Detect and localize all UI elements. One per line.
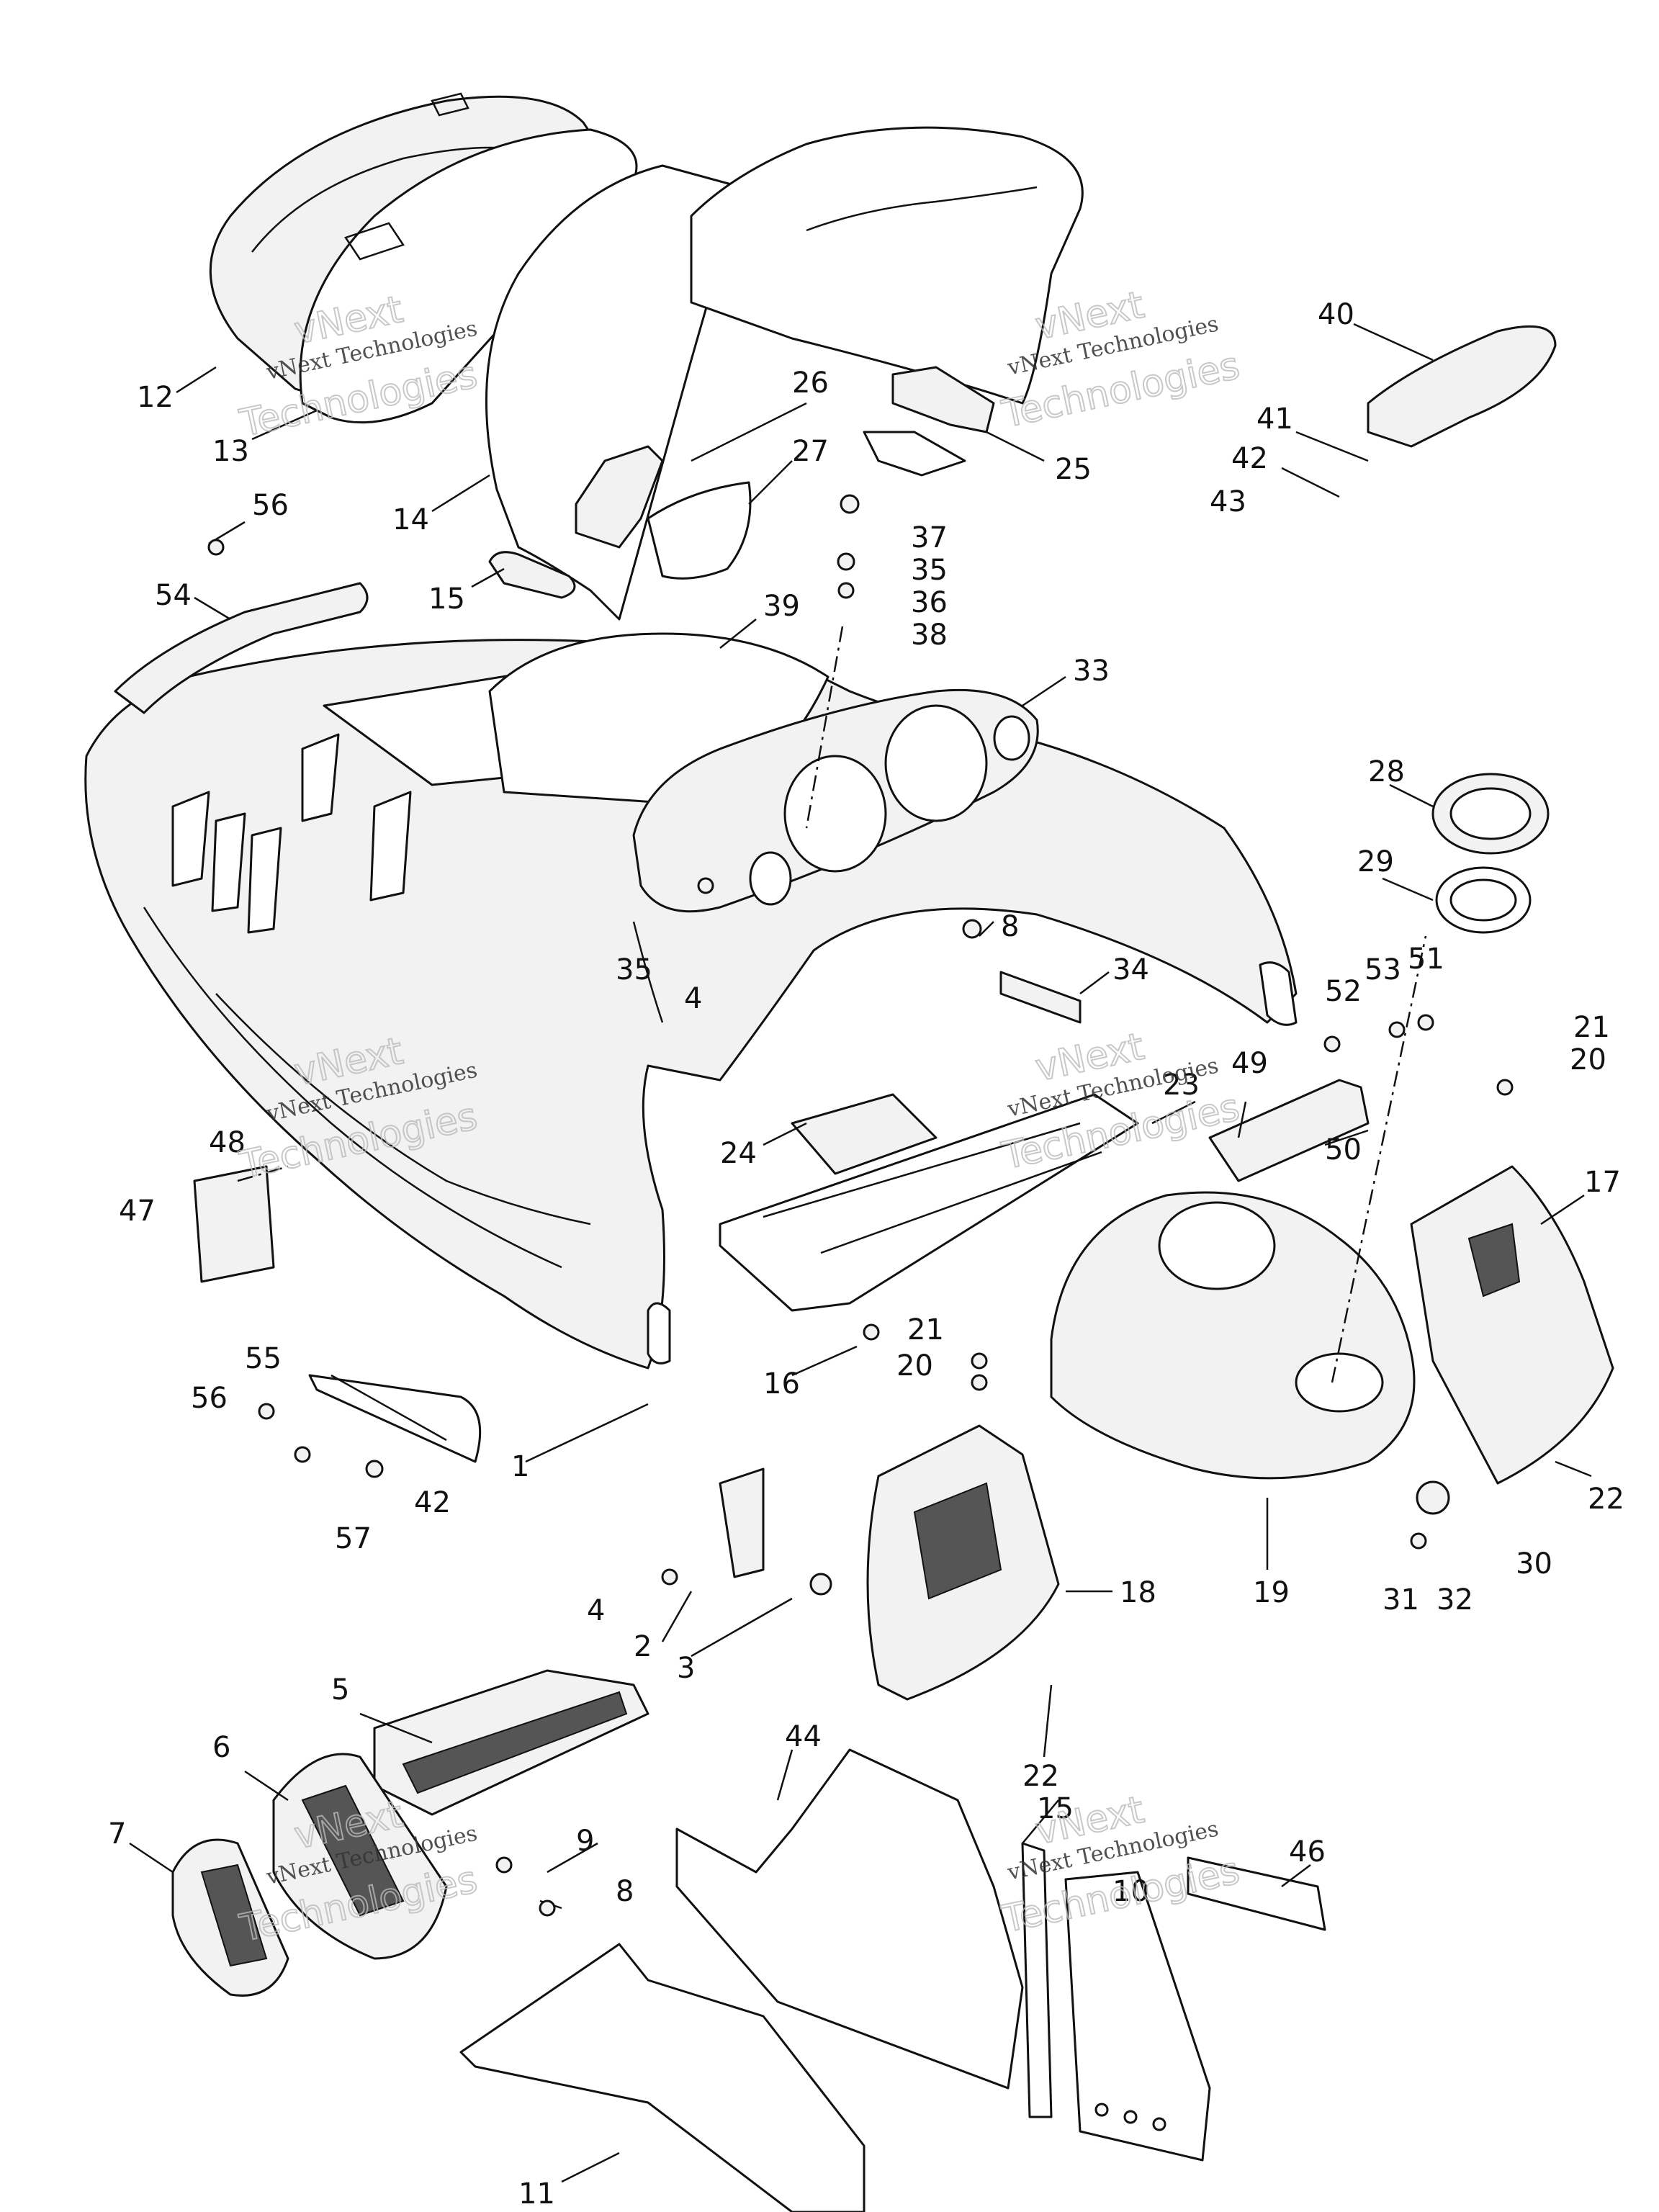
callout-1: 1 (511, 1450, 529, 1483)
callout-14: 14 (392, 503, 429, 536)
callout-2: 2 (634, 1630, 652, 1663)
callout-39: 39 (763, 590, 800, 623)
callout-50: 50 (1325, 1133, 1362, 1166)
callout-38: 38 (911, 619, 948, 652)
callout-49: 49 (1231, 1047, 1268, 1080)
callout-56: 56 (252, 489, 289, 522)
callout-47: 47 (119, 1195, 156, 1228)
leader-lines (129, 323, 1592, 2183)
callout-19: 19 (1253, 1576, 1290, 1609)
callout-9: 9 (576, 1825, 594, 1858)
callout-26: 26 (792, 367, 829, 400)
callout-6: 6 (212, 1731, 230, 1764)
callout-labels: 1 2 3 4 4 5 6 7 8 8 9 10 11 12 13 14 15 … (108, 298, 1624, 2211)
part-34-foam-strip (999, 971, 1082, 1024)
callout-40: 40 (1318, 298, 1354, 331)
callout-21: 21 (907, 1313, 944, 1346)
part-54-trim (114, 582, 369, 714)
callout-24: 24 (720, 1137, 757, 1170)
callout-4: 4 (684, 982, 702, 1015)
callout-29: 29 (1357, 845, 1394, 878)
part-10-panel (1064, 1871, 1211, 2162)
callout-35: 35 (616, 953, 652, 986)
callout-30: 30 (1516, 1547, 1552, 1581)
callout-53: 53 (1364, 953, 1401, 986)
part-40-mirror (1367, 325, 1557, 448)
callout-15: 15 (1037, 1792, 1074, 1825)
part-28-bezel-ring (1431, 773, 1550, 855)
watermark-4: vNext Technologies vNext Technologies (997, 1025, 1244, 1179)
callout-46: 46 (1289, 1835, 1326, 1869)
callout-57: 57 (335, 1522, 372, 1555)
part-26-vent-frame (575, 445, 664, 549)
callout-22: 22 (1588, 1483, 1624, 1516)
callout-27: 27 (792, 435, 829, 468)
callout-54: 54 (155, 579, 192, 612)
part-47-bracket (193, 1165, 275, 1283)
part-55-deflector (308, 1374, 482, 1463)
callout-5: 5 (331, 1673, 349, 1707)
part-44-insulation (675, 1748, 1024, 2090)
callout-13: 13 (212, 435, 249, 468)
part-17-side-panel-right (1410, 1165, 1614, 1485)
part-6-grille-mid (272, 1753, 448, 1960)
callout-10: 10 (1112, 1875, 1149, 1908)
callout-36: 36 (911, 586, 948, 619)
callout-52: 52 (1325, 975, 1362, 1008)
part-49-bracket (1208, 1079, 1370, 1182)
part-29-gasket (1435, 866, 1532, 934)
part-5-grille-top (373, 1669, 649, 1816)
callout-7: 7 (108, 1817, 126, 1851)
callout-17: 17 (1584, 1166, 1621, 1199)
part-33-instrument-cluster (632, 688, 1039, 913)
callout-35: 35 (911, 554, 948, 587)
callout-12: 12 (137, 381, 174, 414)
callout-33: 33 (1073, 655, 1110, 688)
callout-3: 3 (677, 1652, 695, 1685)
callout-22: 22 (1022, 1760, 1059, 1793)
part-11-panel (459, 1943, 866, 2212)
callout-23: 23 (1163, 1069, 1200, 1102)
callout-20: 20 (896, 1349, 933, 1382)
callout-15: 15 (428, 583, 465, 616)
callout-4: 4 (587, 1594, 605, 1627)
part-19-console (1050, 1191, 1416, 1480)
callout-43: 43 (1210, 485, 1246, 518)
callout-37: 37 (911, 521, 948, 554)
callout-28: 28 (1368, 755, 1405, 788)
callout-32: 32 (1437, 1583, 1473, 1617)
callout-31: 31 (1382, 1583, 1419, 1617)
part-2-clip (719, 1467, 765, 1578)
callout-55: 55 (245, 1342, 282, 1375)
callout-11: 11 (518, 2177, 555, 2211)
callout-56: 56 (191, 1382, 228, 1415)
callout-42: 42 (1231, 442, 1268, 475)
callout-34: 34 (1112, 953, 1149, 986)
callout-8: 8 (1001, 910, 1019, 943)
part-45-strip (1021, 1842, 1053, 2118)
callout-51: 51 (1408, 943, 1444, 976)
watermark-6: vNext Technologies vNext Technologies (997, 1788, 1244, 1943)
part-13-liner (299, 128, 638, 424)
callout-48: 48 (209, 1126, 246, 1159)
part-23-tray (719, 1093, 1139, 1312)
part-24-pad (791, 1093, 938, 1175)
callout-42: 42 (414, 1486, 451, 1519)
part-7-grille-left (171, 1838, 289, 1997)
part-27-duct (647, 431, 966, 580)
callout-44: 44 (785, 1720, 822, 1753)
part-14-windshield (485, 164, 743, 621)
callout-25: 25 (1055, 453, 1092, 486)
callout-41: 41 (1256, 403, 1293, 436)
hardware-fasteners (207, 494, 1514, 1917)
callout-16: 16 (763, 1367, 800, 1401)
callout-21: 21 (1573, 1011, 1610, 1044)
callout-8: 8 (616, 1875, 634, 1908)
callout-18: 18 (1120, 1576, 1156, 1609)
part-15-clip (488, 551, 576, 599)
callout-20: 20 (1570, 1043, 1606, 1076)
part-18-side-panel-left (866, 1424, 1060, 1701)
part-46-strip (1187, 1856, 1326, 1931)
